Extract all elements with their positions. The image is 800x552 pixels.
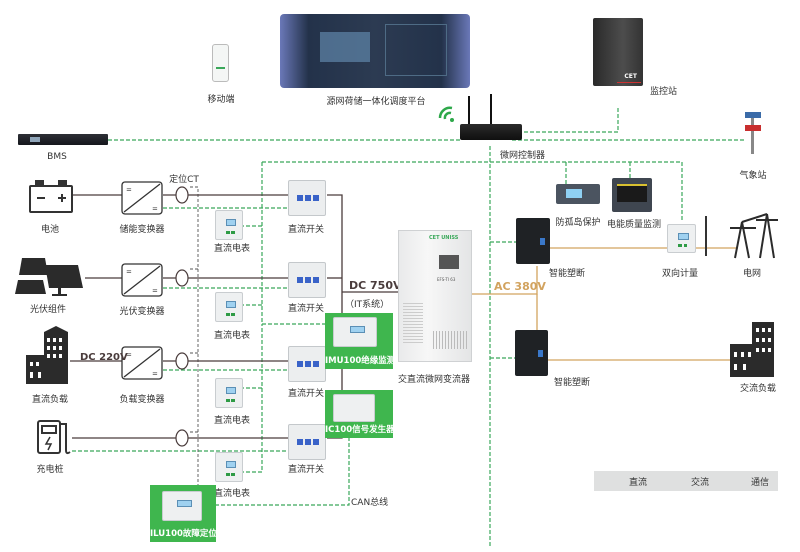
power-quality-monitor-device [612,178,652,212]
converter-main-label: 交直流微网变流器 [397,375,471,385]
ilu100-fault-locator: ILU100故障定位仪 [150,485,226,542]
weather-station-label: 气象站 [739,171,767,181]
dc-switch-3 [288,346,326,382]
ic100-label: IC100信号发生器 [325,425,395,435]
dc-meter-2-label: 直流电表 [213,331,251,341]
microgrid-controller-label: 微网控制器 [500,151,546,161]
legend-dc-label: 直流 [629,478,648,488]
dc-meter-4-label: 直流电表 [213,489,251,499]
imu100-label: IMU100绝缘监测仪 [325,356,404,366]
battery-label: 电池 [40,225,60,235]
dispatch-platform-screen [280,14,470,88]
anti-islanding-protection-device [556,184,600,204]
smart-breaker-2 [515,330,548,376]
dc-switch-4-label: 直流开关 [287,465,325,475]
grid-label: 电网 [742,269,762,279]
storage-converter-label: 储能变换器 [119,225,165,235]
legend-ac-label: 交流 [691,478,710,488]
svg-text:=: = [152,287,158,295]
it-system-label: （IT系统） [345,300,390,310]
ct-label: 定位CT [169,175,199,185]
power-quality-label: 电能质量监测 [606,220,662,230]
pv-label: 光伏组件 [29,305,67,315]
bidirectional-meter-label: 双向计量 [661,269,699,279]
dc-meter-3 [215,378,243,408]
ac-load-label: 交流负载 [739,384,777,394]
weather-station-icon [745,112,761,154]
solar-panel-icon [15,258,83,296]
smart-breaker-2-label: 智能塑断 [553,378,591,388]
ct-lines [190,186,199,490]
microgrid-controller-icon [460,94,522,140]
dc-meter-4 [215,452,243,482]
dc-switch-2-label: 直流开关 [287,304,325,314]
antenna-icon [705,216,707,256]
monitor-station-label: 监控站 [650,87,678,97]
smart-breaker-1 [516,218,550,264]
charging-pile-icon [37,420,71,455]
svg-text:=: = [152,370,158,378]
wifi-icon [438,106,453,120]
dc-meter-3-label: 直流电表 [213,416,251,426]
svg-text:=: = [126,268,132,276]
dc-switch-1-label: 直流开关 [287,225,325,235]
svg-text:=: = [126,351,132,359]
dc-switch-2 [288,262,326,298]
ac-380v-label: AC 380V [494,280,546,293]
ac-lines [470,247,738,361]
dc-switch-3-label: 直流开关 [287,389,325,399]
legend: 直流 交流 通信 [594,471,778,491]
ic100-signal-generator: IC100信号发生器 [325,390,395,438]
mobile-label: 移动端 [207,95,235,105]
imu100-insulation-monitor: IMU100绝缘监测仪 [325,313,404,369]
dc-220v-label: DC 220V [80,352,128,363]
dc-load-label: 直流负载 [31,395,69,405]
svg-text:=: = [152,205,158,213]
load-converter-label: 负载变换器 [119,395,165,405]
dc-switch-1 [288,180,326,216]
bms-label: BMS [47,152,67,162]
battery-icon [29,180,73,213]
can-bus-label: CAN总线 [351,498,389,508]
ilu100-label: ILU100故障定位仪 [150,529,226,539]
bidirectional-meter [667,224,696,253]
platform-label: 源网荷储一体化调度平台 [326,97,426,107]
anti-islanding-label: 防孤岛保护 [555,218,601,228]
ct-rings [175,186,189,447]
pv-converter-label: 光伏变换器 [119,307,165,317]
monitor-station-pc-icon: CET [593,18,643,86]
ac-dc-microgrid-converter-cabinet: CET UNISS EFS-TI 63 [398,230,472,362]
converter-model: EFS-TI 63 [437,277,456,282]
svg-text:=: = [126,186,132,194]
dc-meter-2 [215,292,243,322]
bms-device-icon [18,134,108,145]
mobile-phone-icon [212,44,229,82]
dc-switch-4 [288,424,326,460]
dc-meter-1 [215,210,243,240]
smart-breaker-1-label: 智能塑断 [548,269,586,279]
dcdc-converters [121,181,163,380]
power-grid-pylon-icon [730,213,778,259]
legend-comm-label: 通信 [751,478,770,488]
dc-750v-label: DC 750V [349,279,402,292]
converter-brand: CET UNISS [429,235,459,241]
dc-meter-1-label: 直流电表 [213,244,251,254]
charging-pile-label: 充电桩 [36,465,64,475]
